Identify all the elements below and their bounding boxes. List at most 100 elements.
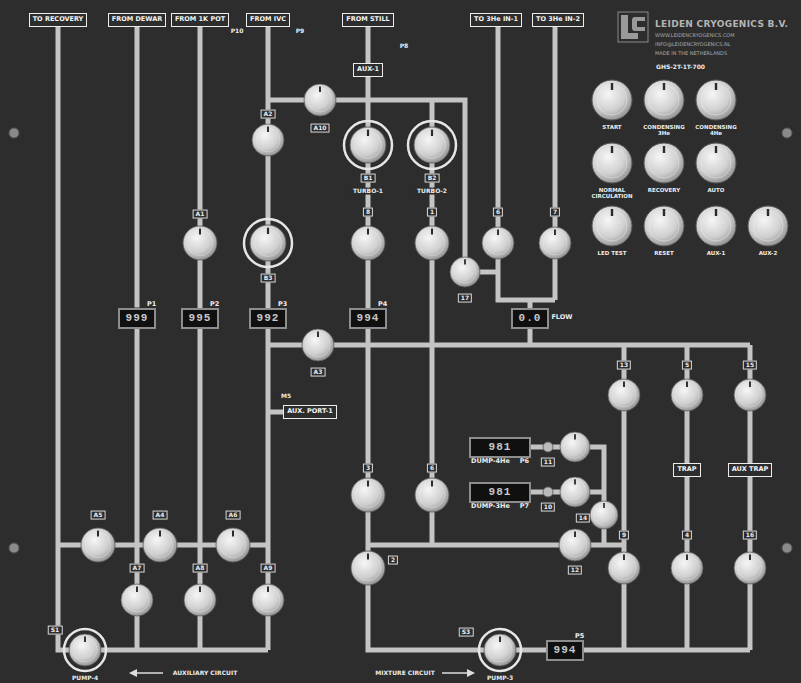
port-box: TO 3He IN-1: [470, 13, 522, 26]
panel-text: P9: [295, 28, 306, 35]
valve-knob: [539, 227, 571, 259]
button-label: RESET: [640, 250, 688, 256]
valve-knob: [351, 226, 385, 260]
screw: [9, 543, 19, 553]
port-label: TO 3He IN-2: [536, 15, 580, 23]
pressure-display: 992P3: [249, 308, 288, 329]
display-label: P4: [378, 301, 387, 308]
valve-tag: 15: [743, 361, 757, 370]
valve-knob: [671, 552, 703, 584]
valve-ring: [408, 121, 456, 169]
pump-knob: [69, 634, 101, 666]
button-label: CONDENSING 4He: [692, 124, 740, 137]
valve-tag: 4: [682, 531, 692, 540]
screw: [9, 128, 19, 138]
valve-knob: [252, 584, 284, 616]
valve-tag: 7: [550, 208, 560, 217]
port-box: TO RECOVERY: [29, 13, 88, 26]
port-box: AUX TRAP: [728, 463, 773, 476]
panel-text: TURBO-2: [416, 188, 448, 195]
mixture-pipe: [268, 24, 750, 650]
port-label: FROM IVC: [250, 15, 286, 23]
valve-knob: [415, 478, 449, 512]
port-box: TO 3He IN-2: [532, 13, 584, 26]
port-box: FROM DEWAR: [108, 13, 166, 26]
port-label: FROM DEWAR: [112, 15, 162, 23]
indicator: [543, 487, 553, 497]
valve-knob: [351, 551, 385, 585]
pump-knob: [484, 634, 516, 666]
logo-mark: [618, 12, 648, 42]
valve-tag: B3: [261, 274, 276, 283]
port-label: AUX-1: [357, 65, 379, 73]
port-box: AUX-1: [353, 63, 383, 76]
valve-knob: [482, 227, 514, 259]
display-label: DUMP-3He: [471, 503, 510, 510]
display-label: P6: [520, 458, 529, 465]
display-reading: 0.0: [519, 312, 542, 325]
valve-tag: A3: [311, 368, 326, 377]
valve-tag: 9: [619, 531, 629, 540]
pipe-connector: [366, 27, 371, 64]
port-label: TO RECOVERY: [33, 15, 84, 23]
valve-tag: A10: [311, 124, 330, 133]
logo-text: INFO@LEIDENCRYOGENICS.NL: [655, 42, 731, 48]
panel-text: GHS-2T-1T-700: [655, 64, 706, 71]
valve-knob: [184, 584, 216, 616]
valve-tag: A8: [193, 564, 208, 573]
valve-knob: [414, 127, 450, 163]
button-knob: [644, 80, 684, 120]
screw: [782, 543, 792, 553]
display-reading: 981: [477, 441, 523, 454]
port-label: TO 3He IN-1: [474, 15, 518, 23]
button-label: RECOVERY: [640, 187, 688, 193]
valve-knob: [216, 528, 250, 562]
valve-tag: A7: [130, 564, 145, 573]
button-knob: [696, 143, 736, 183]
button-knob: [644, 143, 684, 183]
valve-tag: 8: [363, 208, 373, 217]
pump-ring: [64, 629, 106, 671]
valve-tag: 3: [363, 464, 373, 473]
button-label: LED TEST: [588, 250, 636, 256]
display-label: P5: [575, 633, 584, 640]
valve-tag: 17: [458, 294, 472, 303]
panel-text: M5: [280, 393, 292, 400]
valve-tag: A5: [91, 511, 106, 520]
display-label: P7: [520, 503, 529, 510]
logo-text: LEIDEN CRYOGENICS B.V.: [655, 19, 788, 29]
valve-knob: [304, 84, 336, 116]
display-label: FLOW: [551, 314, 572, 321]
port-label: FROM STILL: [346, 15, 390, 23]
button-label: CONDENSING 3He: [640, 124, 688, 137]
display-reading: 995: [189, 312, 212, 325]
port-label: AUX. PORT-1: [287, 407, 333, 415]
display-reading: 999: [126, 312, 149, 325]
display-reading: 994: [357, 312, 380, 325]
valve-knob: [350, 127, 386, 163]
button-knob: [592, 206, 632, 246]
panel-text: AUXILIARY CIRCUIT: [172, 670, 238, 677]
panel-text: P10: [230, 28, 245, 35]
port-box: FROM IVC: [246, 13, 290, 26]
display-reading: 992: [257, 312, 280, 325]
pump-ring: [479, 629, 521, 671]
port-label: AUX TRAP: [732, 465, 769, 473]
flow-arrow: [442, 672, 468, 674]
button-label: AUX-1: [692, 250, 740, 256]
button-knob: [592, 80, 632, 120]
panel-text: P8: [399, 43, 410, 50]
valve-tag: S3: [459, 628, 474, 637]
logo-text: WWW.LEIDENCRYOGENICS.COM: [655, 33, 735, 39]
valve-knob: [252, 124, 284, 156]
panel-text: MIXTURE CIRCUIT: [374, 670, 435, 677]
flow-arrow: [129, 669, 137, 677]
valve-knob: [559, 529, 591, 561]
valve-knob: [590, 501, 618, 529]
valve-knob: [415, 226, 449, 260]
logo-mark: [632, 17, 645, 31]
button-knob: [748, 206, 788, 246]
button-knob: [696, 206, 736, 246]
